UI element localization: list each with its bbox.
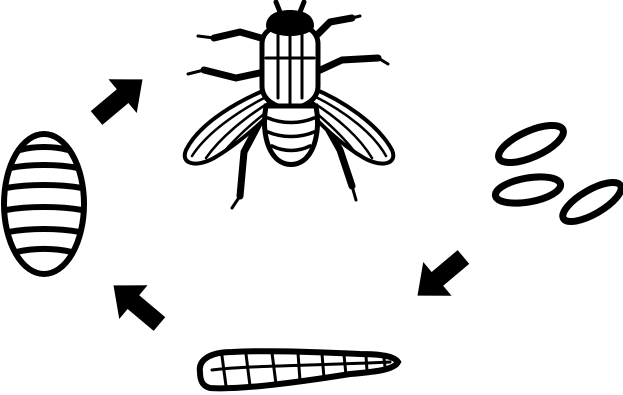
pupa-icon bbox=[4, 134, 84, 274]
arrow-icon bbox=[403, 240, 477, 312]
larva-icon bbox=[200, 351, 398, 388]
arrow-icon bbox=[82, 63, 156, 135]
eggs-icon bbox=[493, 118, 623, 229]
arrow-icon bbox=[99, 269, 173, 341]
adult-fly-icon bbox=[185, 2, 394, 208]
